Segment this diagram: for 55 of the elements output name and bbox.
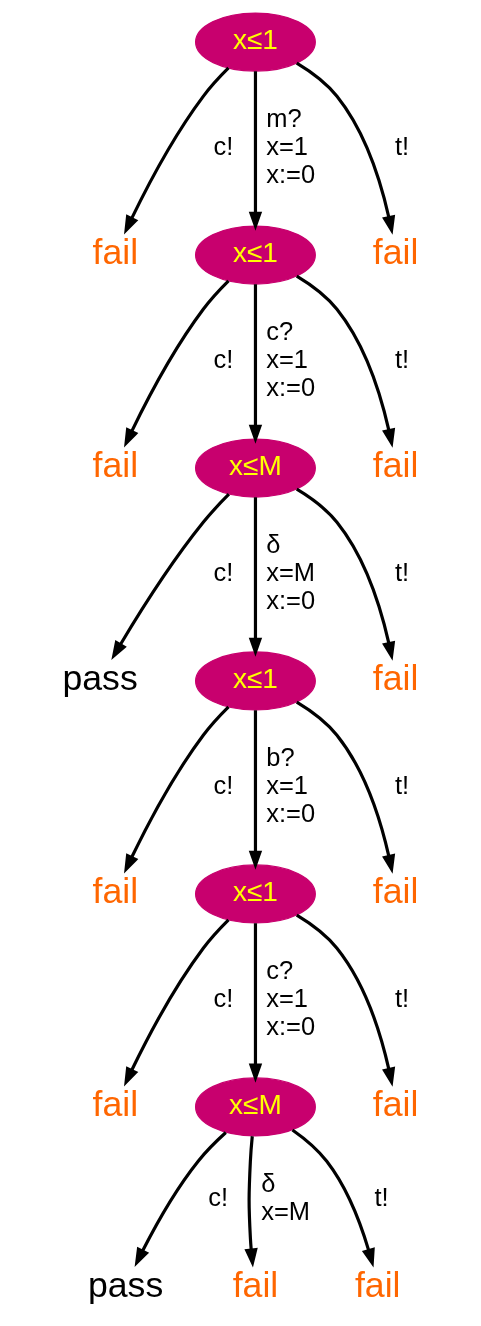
node-text: fail: [372, 231, 419, 272]
arrow: [124, 279, 230, 448]
edge-label: c? x=1 x:=0: [266, 316, 316, 401]
edge-label: c!: [208, 1182, 229, 1211]
edge-label: t!: [394, 770, 410, 799]
arrow: [248, 284, 263, 444]
edge-label: c? x=1 x:=0: [266, 955, 316, 1040]
node-text: fail: [92, 444, 139, 485]
edge-label: t!: [394, 344, 410, 373]
arrow: [111, 493, 231, 660]
node-text: fail: [92, 1083, 139, 1124]
edge-label: t!: [394, 557, 410, 586]
edge-label: m? x=1 x:=0: [266, 103, 316, 188]
edge-label: δ x=M x:=0: [266, 529, 316, 614]
edge-label: b? x=1 x:=0: [266, 742, 316, 827]
arrow: [248, 497, 263, 657]
edge-label: c!: [213, 131, 234, 160]
node-text: fail: [92, 870, 139, 911]
arrow: [295, 700, 396, 874]
arrow: [244, 1136, 258, 1268]
arrow: [124, 66, 230, 235]
node-ellipse: x≤1: [195, 651, 316, 711]
edge-label: t!: [374, 1182, 389, 1211]
arrow: [248, 71, 263, 231]
edge-label: δ x=M: [261, 1168, 310, 1225]
edge-label: t!: [394, 131, 410, 160]
node-text: fail: [232, 1264, 279, 1305]
arrow: [291, 1128, 375, 1268]
node-ellipse: x≤1: [195, 12, 316, 72]
arrow: [124, 918, 230, 1087]
node-ellipse: x≤M: [195, 1077, 316, 1137]
node-text: fail: [372, 870, 419, 911]
edge-label: c!: [213, 983, 234, 1012]
arrow: [295, 274, 396, 448]
arrow: [124, 705, 230, 874]
arrow: [248, 923, 263, 1083]
edge-label: c!: [213, 770, 234, 799]
arrow: [134, 1131, 227, 1267]
edge-label: c!: [213, 557, 234, 586]
node-ellipse: x≤1: [195, 225, 316, 285]
arrow: [248, 710, 263, 870]
node-text: fail: [354, 1264, 401, 1305]
node-text: pass: [87, 1264, 164, 1305]
node-ellipse: x≤M: [195, 438, 316, 498]
edge-label: c!: [213, 344, 234, 373]
arrow: [295, 487, 396, 661]
node-text: fail: [372, 657, 419, 698]
node-ellipse: x≤1: [195, 864, 316, 924]
node-text: pass: [62, 657, 138, 698]
node-text: fail: [372, 444, 419, 485]
edge-label: t!: [394, 983, 410, 1012]
arrow: [295, 913, 396, 1087]
arrow: [295, 61, 396, 235]
node-text: fail: [92, 231, 139, 272]
node-text: fail: [372, 1083, 419, 1124]
